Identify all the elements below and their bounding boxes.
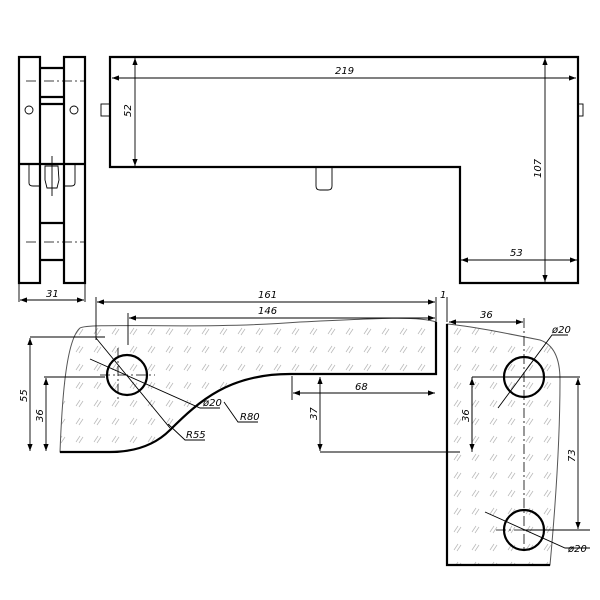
- dim-52: 52: [123, 104, 134, 117]
- dim-36-horizontal: 36: [480, 310, 493, 321]
- dim-146: 146: [258, 306, 277, 317]
- hole-diameter-label: ø20: [202, 398, 222, 409]
- dim-53: 53: [510, 248, 523, 259]
- hole-diameter-bottom-label: ø20: [567, 544, 587, 555]
- hole-diameter-top-label: ø20: [551, 325, 571, 336]
- dim-73: 73: [567, 449, 578, 462]
- dim-37: 37: [309, 407, 320, 420]
- radius-r55-label: R55: [186, 430, 206, 441]
- dim-107: 107: [533, 158, 544, 178]
- radius-r80-label: R80: [240, 412, 260, 423]
- dim-55: 55: [19, 389, 30, 402]
- dim-219: 219: [335, 66, 354, 77]
- dim-36: 36: [35, 409, 46, 422]
- right-part: 36 36 73 ø20 ø20: [445, 310, 590, 567]
- dim-1: 1: [440, 290, 446, 301]
- dim-36-vertical: 36: [461, 409, 472, 422]
- front-view: 219 52 107 53: [100, 55, 584, 285]
- side-view: 31: [17, 55, 87, 303]
- left-part: 161 146 1 55 36 37 68 ø20 R80 R55: [19, 290, 460, 454]
- dim-68: 68: [355, 382, 368, 393]
- dim-31: 31: [46, 289, 59, 300]
- dim-161: 161: [258, 290, 277, 301]
